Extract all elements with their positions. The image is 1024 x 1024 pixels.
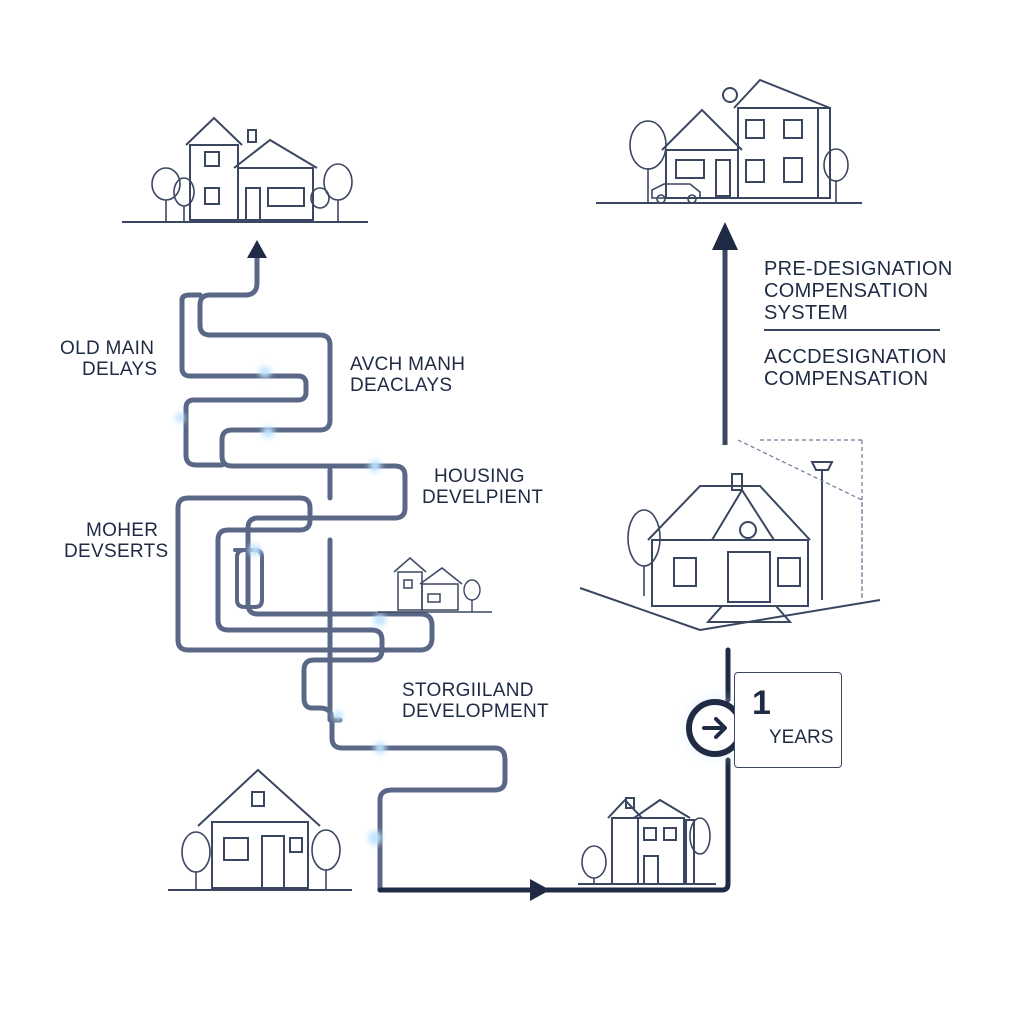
tree-icon xyxy=(151,163,353,222)
house-icon xyxy=(168,768,352,891)
straight-upper-path xyxy=(712,222,738,445)
label-avch-manh-deaclays: AVCH MANH DEACLAYS xyxy=(350,354,466,396)
house-icon xyxy=(596,78,862,204)
tree-icon xyxy=(627,509,661,596)
path-glow-points xyxy=(175,366,386,845)
years-box xyxy=(734,672,842,768)
house-icon xyxy=(122,116,368,223)
label-housing-development: HOUSING DEVELPIENT xyxy=(422,466,544,508)
arrow-up-icon xyxy=(712,222,738,250)
house-icon xyxy=(578,797,716,885)
street-lamp-icon xyxy=(810,461,834,600)
construction-lines xyxy=(737,439,863,600)
arrow-right-icon xyxy=(530,879,550,901)
years-value: 1 xyxy=(752,684,771,722)
label-storgiiland-development: STORGIILAND DEVELOPMENT xyxy=(402,680,549,722)
tree-icon xyxy=(581,817,711,884)
label-moher-devserts: MOHER DEVSERTS xyxy=(64,520,169,562)
winding-delay-path xyxy=(175,255,508,893)
house-icon xyxy=(378,557,492,613)
arrow-up-icon xyxy=(247,240,267,258)
panel-divider xyxy=(764,329,940,331)
label-pre-designation: PRE-DESIGNATION COMPENSATION SYSTEM xyxy=(764,258,953,324)
tree-icon xyxy=(463,579,481,612)
car-icon xyxy=(651,183,701,204)
label-old-main-delays: OLD MAIN DELAYS xyxy=(60,338,158,380)
tree-icon xyxy=(629,120,849,203)
arrow-right-circle-icon xyxy=(702,717,727,739)
label-acc-designation: ACCDESIGNATION COMPENSATION xyxy=(764,346,947,390)
years-unit: YEARS xyxy=(769,727,834,748)
tree-icon xyxy=(181,829,341,890)
house-icon xyxy=(579,473,881,631)
